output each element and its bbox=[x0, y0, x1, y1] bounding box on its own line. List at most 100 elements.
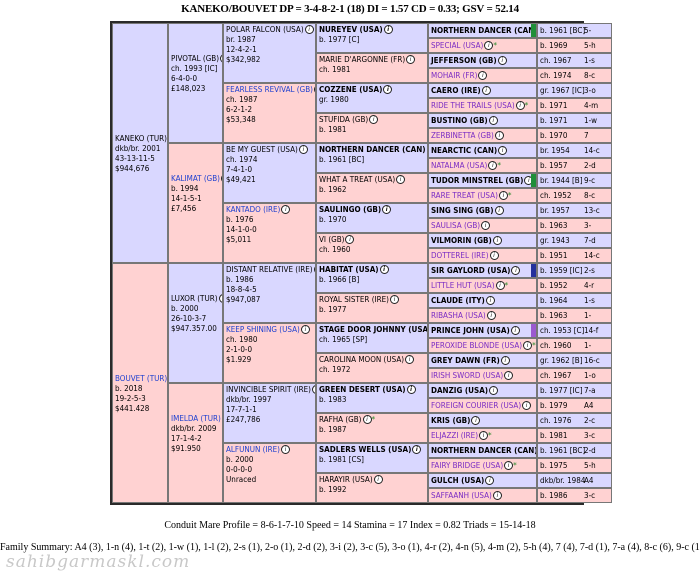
info-icon[interactable]: i bbox=[492, 236, 502, 245]
horse-name-link[interactable]: LUXOR (TUR) bbox=[171, 294, 218, 303]
horse-name-link[interactable]: SAFFAANH (USA) bbox=[431, 491, 492, 500]
horse-name-link[interactable]: BUSTINO (GB) bbox=[431, 116, 488, 125]
horse-name-link[interactable]: NEARCTIC (CAN) bbox=[431, 146, 498, 155]
horse-name-link[interactable]: NUREYEV (USA) bbox=[319, 25, 383, 34]
horse-name-link[interactable]: CLAUDE (ITY) bbox=[431, 296, 485, 305]
horse-name-link[interactable]: JEFFERSON (GB) bbox=[431, 56, 497, 65]
info-icon[interactable]: i bbox=[500, 356, 510, 365]
horse-name-link[interactable]: NATALMA (USA) bbox=[431, 161, 488, 170]
info-icon[interactable]: i bbox=[488, 116, 498, 125]
info-icon[interactable]: i bbox=[481, 86, 491, 95]
horse-name-link[interactable]: KANTADO (IRE) bbox=[226, 205, 281, 214]
horse-name-link[interactable]: WHAT A TREAT (USA) bbox=[319, 175, 396, 184]
horse-name-link[interactable]: VI (GB) bbox=[319, 235, 345, 244]
info-icon[interactable]: i bbox=[390, 295, 399, 304]
info-icon[interactable]: i bbox=[523, 341, 533, 350]
horse-name-link[interactable]: BE MY GUEST (USA) bbox=[226, 145, 298, 154]
horse-name-link[interactable]: LITTLE HUT (USA) bbox=[431, 281, 495, 290]
info-icon[interactable]: i bbox=[281, 205, 291, 214]
horse-name-link[interactable]: PIVOTAL (GB) bbox=[171, 54, 220, 63]
horse-name-link[interactable]: FEARLESS REVIVAL (GB) bbox=[226, 85, 313, 94]
horse-name-link[interactable]: RIDE THE TRAILS (USA) bbox=[431, 101, 515, 110]
horse-name-link[interactable]: SAULINGO (GB) bbox=[319, 205, 382, 214]
horse-name-link[interactable]: DOTTEREL (IRE) bbox=[431, 251, 489, 260]
horse-name-link[interactable]: FOREIGN COURIER (USA) bbox=[431, 401, 522, 410]
info-icon[interactable]: i bbox=[478, 71, 488, 80]
horse-name-link[interactable]: STUFIDA (GB) bbox=[319, 115, 369, 124]
info-icon[interactable]: i bbox=[486, 311, 496, 320]
info-icon[interactable]: i bbox=[489, 251, 499, 260]
horse-name-link[interactable]: HARAYIR (USA) bbox=[319, 475, 373, 484]
info-icon[interactable]: i bbox=[498, 146, 508, 155]
horse-name-link[interactable]: PEROXIDE BLONDE (USA) bbox=[431, 341, 523, 350]
info-icon[interactable]: i bbox=[311, 385, 315, 394]
info-icon[interactable]: i bbox=[504, 371, 514, 380]
horse-name-link[interactable]: INVINCIBLE SPIRIT (IRE) bbox=[226, 385, 311, 394]
horse-name-link[interactable]: KANEKO (TUR) bbox=[115, 134, 167, 143]
info-icon[interactable]: i bbox=[383, 25, 393, 34]
horse-name-link[interactable]: ALFUNUN (IRE) bbox=[226, 445, 280, 454]
info-icon[interactable]: i bbox=[373, 475, 383, 484]
horse-name-link[interactable]: ELJAZZI (IRE) bbox=[431, 431, 479, 440]
horse-name-link[interactable]: TUDOR MINSTREL (GB) bbox=[431, 176, 524, 185]
info-icon[interactable]: i bbox=[396, 175, 406, 184]
horse-name-link[interactable]: CAERO (IRE) bbox=[431, 86, 481, 95]
info-icon[interactable]: i bbox=[485, 476, 495, 485]
horse-name-link[interactable]: SIR GAYLORD (USA) bbox=[431, 266, 511, 275]
info-icon[interactable]: i bbox=[362, 415, 372, 424]
info-icon[interactable]: i bbox=[300, 325, 310, 334]
horse-name-link[interactable]: IMELDA (TUR) bbox=[171, 414, 221, 423]
info-icon[interactable]: i bbox=[497, 56, 507, 65]
horse-name-link[interactable]: NORTHERN DANCER (CAN) bbox=[431, 26, 537, 35]
info-icon[interactable]: i bbox=[382, 205, 392, 214]
horse-name-link[interactable]: MARIE D'ARGONNE (FR) bbox=[319, 55, 406, 64]
horse-name-link[interactable]: SING SING (GB) bbox=[431, 206, 494, 215]
info-icon[interactable]: i bbox=[345, 235, 355, 244]
info-icon[interactable]: i bbox=[504, 461, 514, 470]
info-icon[interactable]: i bbox=[495, 281, 505, 290]
horse-name-link[interactable]: FAIRY BRIDGE (USA) bbox=[431, 461, 504, 470]
horse-name-link[interactable]: GREEN DESERT (USA) bbox=[319, 385, 406, 394]
info-icon[interactable]: i bbox=[522, 401, 532, 410]
horse-name-link[interactable]: PRINCE JOHN (USA) bbox=[431, 326, 510, 335]
horse-name-link[interactable]: CAROLINA MOON (USA) bbox=[319, 355, 405, 364]
horse-name-link[interactable]: GREY DAWN (FR) bbox=[431, 356, 500, 365]
info-icon[interactable]: i bbox=[406, 385, 416, 394]
info-icon[interactable]: i bbox=[488, 161, 498, 170]
horse-name-link[interactable]: STAGE DOOR JOHNNY (USA) bbox=[319, 325, 428, 334]
horse-name-link[interactable]: NORTHERN DANCER (CAN) bbox=[431, 446, 537, 455]
info-icon[interactable]: i bbox=[484, 41, 494, 50]
horse-name-link[interactable]: IRISH SWORD (USA) bbox=[431, 371, 504, 380]
horse-name-link[interactable]: RARE TREAT (USA) bbox=[431, 191, 498, 200]
horse-name-link[interactable]: HABITAT (USA) bbox=[319, 265, 379, 274]
horse-name-link[interactable]: BOUVET (TUR) bbox=[115, 374, 168, 383]
horse-name-link[interactable]: KRIS (GB) bbox=[431, 416, 471, 425]
info-icon[interactable]: i bbox=[511, 266, 521, 275]
info-icon[interactable]: i bbox=[379, 265, 389, 274]
info-icon[interactable]: i bbox=[304, 25, 314, 34]
info-icon[interactable]: i bbox=[492, 491, 502, 500]
horse-name-link[interactable]: DANZIG (USA) bbox=[431, 386, 489, 395]
horse-name-link[interactable]: SADLERS WELLS (USA) bbox=[319, 445, 412, 454]
horse-name-link[interactable]: ROYAL SISTER (IRE) bbox=[319, 295, 389, 304]
info-icon[interactable]: i bbox=[489, 386, 499, 395]
horse-name-link[interactable]: DISTANT RELATIVE (IRE) bbox=[226, 265, 313, 274]
info-icon[interactable]: i bbox=[494, 131, 504, 140]
info-icon[interactable]: i bbox=[510, 326, 520, 335]
info-icon[interactable]: i bbox=[498, 191, 508, 200]
info-icon[interactable]: i bbox=[481, 221, 491, 230]
horse-name-link[interactable]: SPECIAL (USA) bbox=[431, 41, 484, 50]
horse-name-link[interactable]: MOHAIR (FR) bbox=[431, 71, 478, 80]
info-icon[interactable]: i bbox=[280, 445, 290, 454]
horse-name-link[interactable]: GULCH (USA) bbox=[431, 476, 485, 485]
info-icon[interactable]: i bbox=[471, 416, 481, 425]
info-icon[interactable]: i bbox=[479, 431, 489, 440]
horse-name-link[interactable]: KALIMAT (GB) bbox=[171, 174, 220, 183]
info-icon[interactable]: i bbox=[383, 85, 393, 94]
info-icon[interactable]: i bbox=[405, 355, 415, 364]
info-icon[interactable]: i bbox=[515, 101, 525, 110]
horse-name-link[interactable]: COZZENE (USA) bbox=[319, 85, 383, 94]
info-icon[interactable]: i bbox=[412, 445, 422, 454]
horse-name-link[interactable]: KEEP SHINING (USA) bbox=[226, 325, 300, 334]
horse-name-link[interactable]: SAULISA (GB) bbox=[431, 221, 481, 230]
